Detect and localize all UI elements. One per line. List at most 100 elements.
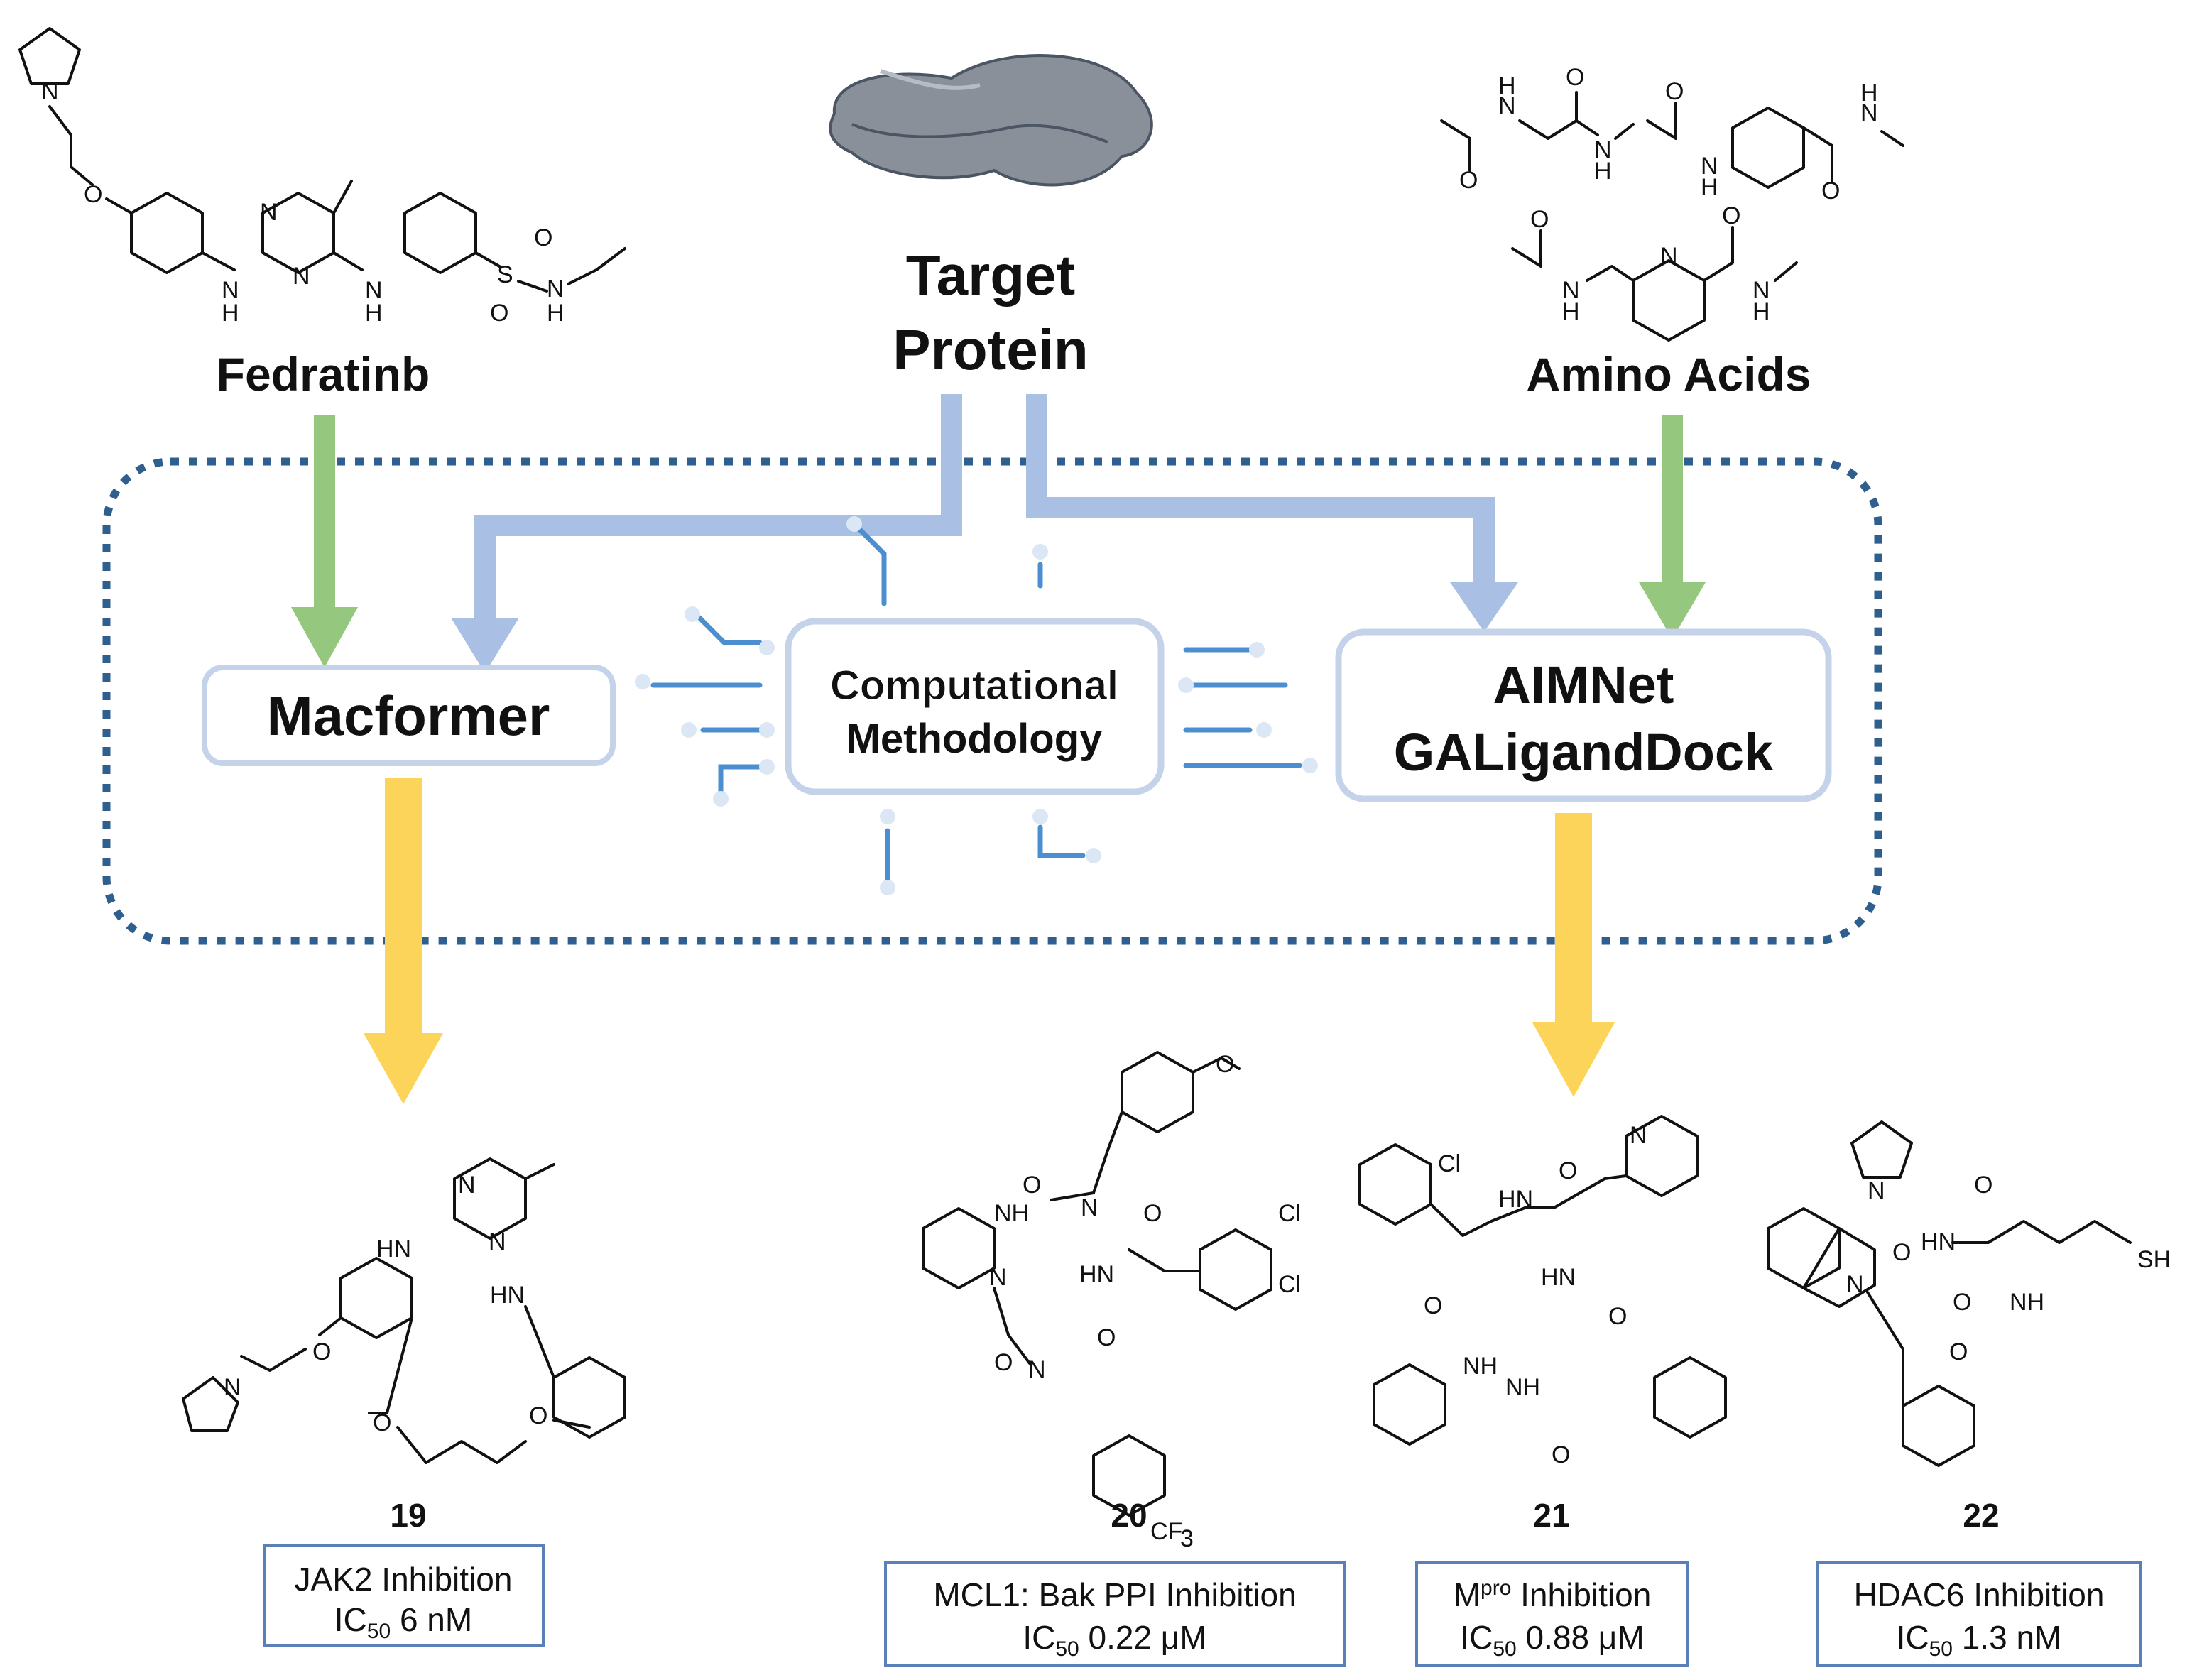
computational-methodology-box: Computational Methodology xyxy=(785,618,1165,795)
compound-22-target: HDAC6 Inhibition xyxy=(1854,1576,2105,1613)
svg-text:O: O xyxy=(1559,1157,1577,1184)
svg-text:SH: SH xyxy=(2137,1246,2171,1273)
svg-text:O: O xyxy=(534,224,552,251)
amino-acid-structures: O NH O NH O NH O NH O NH N O NH xyxy=(1440,64,1904,342)
svg-text:CF: CF xyxy=(1150,1518,1182,1545)
compound-20-ic50: IC50 0.22 μM xyxy=(1023,1619,1206,1661)
svg-text:O: O xyxy=(994,1349,1013,1376)
svg-text:H: H xyxy=(1752,298,1770,325)
compound-19-structure: N N HN HN O N O O xyxy=(182,1157,626,1464)
methods-dotted-region xyxy=(102,457,1882,945)
aimnet-galiganddock-box: AIMNet GALigandDock xyxy=(1335,628,1832,802)
svg-text:O: O xyxy=(1459,167,1478,194)
blue-arrow-to-macformer xyxy=(451,394,962,673)
svg-text:O: O xyxy=(84,181,102,208)
svg-text:N: N xyxy=(1630,1122,1647,1149)
svg-text:N: N xyxy=(1028,1356,1046,1383)
green-arrow-right xyxy=(1639,415,1706,639)
svg-text:N: N xyxy=(365,277,383,304)
svg-text:O: O xyxy=(1097,1324,1116,1351)
svg-text:O: O xyxy=(1216,1051,1234,1078)
svg-text:H: H xyxy=(547,300,565,327)
svg-text:H: H xyxy=(1498,72,1516,99)
svg-text:O: O xyxy=(1608,1303,1627,1330)
blue-arrow-to-aimnet xyxy=(1026,394,1518,632)
compound-21-number: 21 xyxy=(1533,1497,1569,1534)
svg-text:NH: NH xyxy=(2010,1289,2044,1316)
svg-text:HN: HN xyxy=(1921,1228,1956,1255)
green-arrow-left xyxy=(291,415,358,667)
svg-text:O: O xyxy=(1530,206,1549,233)
compound-20-number: 20 xyxy=(1111,1497,1147,1534)
svg-text:H: H xyxy=(1562,298,1580,325)
svg-text:O: O xyxy=(1974,1172,1992,1199)
macformer-box: Macformer xyxy=(202,665,616,766)
svg-text:N: N xyxy=(489,1228,506,1255)
compound-20-activity-box: MCL1: Bak PPI Inhibition IC50 0.22 μM xyxy=(884,1561,1346,1667)
svg-text:O: O xyxy=(373,1409,391,1436)
svg-text:O: O xyxy=(1665,78,1684,105)
svg-text:N: N xyxy=(41,78,59,105)
svg-text:Cl: Cl xyxy=(1278,1271,1301,1298)
svg-text:N: N xyxy=(458,1172,476,1199)
svg-text:O: O xyxy=(1821,178,1840,204)
svg-text:O: O xyxy=(1552,1441,1570,1468)
fedratinib-label: Fedratinb xyxy=(217,348,430,400)
svg-text:O: O xyxy=(529,1402,547,1429)
svg-text:N: N xyxy=(989,1264,1007,1291)
svg-text:N: N xyxy=(1660,243,1678,270)
svg-text:O: O xyxy=(1424,1292,1442,1319)
svg-text:H: H xyxy=(1701,174,1718,201)
svg-text:O: O xyxy=(1722,202,1740,229)
svg-text:HN: HN xyxy=(376,1236,411,1262)
compound-19-ic50: IC50 6 nM xyxy=(334,1601,472,1643)
macformer-label: Macformer xyxy=(267,684,550,747)
computational-label: Computational xyxy=(830,662,1118,709)
compound-20-structure: O N O NH O N HN Cl Cl O O N CF 3 xyxy=(922,1051,1301,1552)
compound-19-number: 19 xyxy=(390,1497,426,1534)
svg-text:HN: HN xyxy=(1079,1261,1114,1288)
methodology-label: Methodology xyxy=(846,716,1103,762)
compound-21-ic50: IC50 0.88 μM xyxy=(1460,1619,1644,1661)
svg-text:N: N xyxy=(1701,153,1718,180)
svg-text:O: O xyxy=(1143,1200,1162,1227)
svg-text:O: O xyxy=(1949,1338,1968,1365)
galiganddock-label: GALigandDock xyxy=(1394,723,1774,782)
svg-text:O: O xyxy=(490,300,508,327)
svg-text:HN: HN xyxy=(1498,1186,1533,1213)
svg-text:Cl: Cl xyxy=(1438,1150,1461,1177)
svg-text:Cl: Cl xyxy=(1278,1200,1301,1227)
svg-text:O: O xyxy=(1023,1172,1041,1199)
compound-21-structure: Cl N HN O HN O O NH NH O xyxy=(1358,1115,1727,1468)
svg-text:N: N xyxy=(1498,92,1516,119)
svg-text:H: H xyxy=(365,300,383,327)
svg-text:N: N xyxy=(260,199,278,226)
compound-22-activity-box: HDAC6 Inhibition IC50 1.3 nM xyxy=(1816,1561,2142,1667)
svg-text:H: H xyxy=(1860,80,1878,107)
svg-text:N: N xyxy=(547,276,565,302)
svg-text:3: 3 xyxy=(1180,1525,1194,1552)
svg-text:N: N xyxy=(1081,1194,1098,1221)
protein-shape xyxy=(829,54,1153,187)
svg-text:N: N xyxy=(293,263,310,290)
amino-acids-label: Amino Acids xyxy=(1527,348,1811,400)
aimnet-label: AIMNet xyxy=(1493,655,1674,714)
svg-text:N: N xyxy=(1868,1177,1885,1204)
svg-text:H: H xyxy=(1594,158,1612,185)
compound-19-activity-box: JAK2 Inhibition IC50 6 nM xyxy=(263,1544,545,1647)
target-protein-label-line2: Protein xyxy=(893,318,1089,381)
target-protein-label-line1: Target xyxy=(906,244,1076,307)
svg-text:S: S xyxy=(497,261,513,288)
svg-text:NH: NH xyxy=(1505,1374,1540,1401)
compound-20-target: MCL1: Bak PPI Inhibition xyxy=(933,1576,1296,1613)
svg-text:N: N xyxy=(1860,99,1878,126)
svg-text:N: N xyxy=(222,277,239,304)
yellow-arrow-left xyxy=(364,778,443,1104)
compound-19-target: JAK2 Inhibition xyxy=(295,1561,513,1598)
svg-text:O: O xyxy=(312,1338,331,1365)
svg-text:N: N xyxy=(1594,136,1612,163)
svg-text:H: H xyxy=(222,300,239,327)
svg-text:NH: NH xyxy=(994,1200,1029,1227)
compound-21-activity-box: Mpro Inhibition IC50 0.88 μM xyxy=(1415,1561,1689,1667)
